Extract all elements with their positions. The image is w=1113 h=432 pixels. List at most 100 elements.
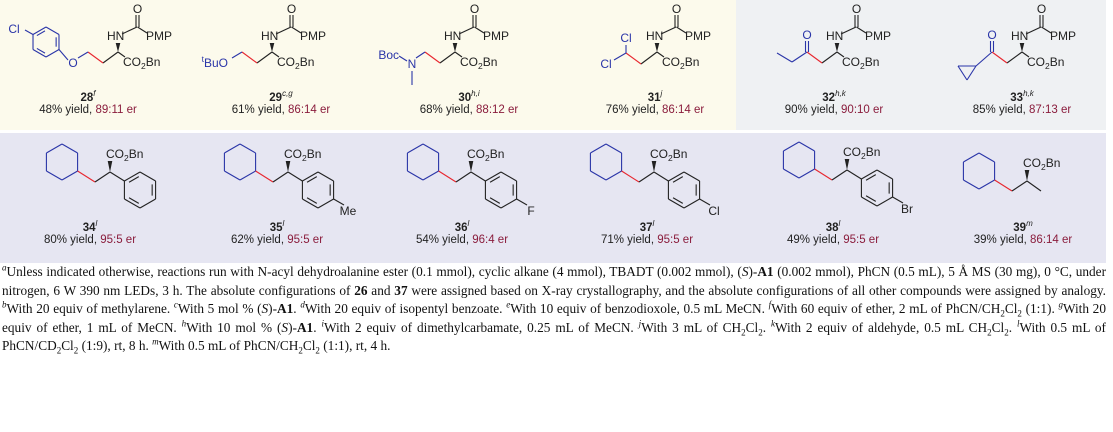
bond — [668, 171, 685, 182]
panel-arylacrylate-substrates — [0, 133, 1106, 263]
footnote-text: A1 — [757, 264, 774, 279]
atom-label: O — [287, 2, 296, 16]
atom-label-part: CO — [650, 147, 668, 161]
bond — [640, 51, 658, 65]
footnote-text: were assigned based on X-ray crystallogr… — [407, 282, 1107, 298]
atom-label-part: F — [527, 204, 534, 218]
compound-number: 30h,i — [458, 89, 480, 104]
bond — [128, 197, 140, 204]
bond — [46, 170, 63, 181]
bond — [489, 176, 501, 183]
bond — [846, 169, 862, 180]
atom-label: CO2Bn — [1027, 55, 1064, 71]
bond — [806, 51, 823, 64]
atom-label-part: CO — [662, 55, 680, 69]
bond — [836, 51, 845, 58]
stereo-wedge — [1019, 43, 1025, 52]
bond — [776, 52, 793, 63]
atom-label: PMP — [300, 29, 326, 43]
atom-label: HN — [107, 29, 124, 43]
footnote-text: 2 — [1000, 308, 1005, 319]
atom-label: tBuO — [202, 54, 228, 70]
bond — [489, 197, 501, 204]
atom-label: HN — [826, 29, 843, 43]
bond — [1006, 51, 1023, 64]
bond — [45, 49, 60, 58]
stereo-wedge — [285, 161, 291, 172]
bond — [415, 51, 426, 59]
bond — [672, 176, 684, 183]
atom-label-part: Bn — [129, 147, 144, 161]
atom-label-part: PMP — [146, 29, 172, 43]
atom-label: O — [672, 2, 681, 16]
footnote-text: 2 — [1004, 327, 1009, 338]
bond — [1011, 180, 1028, 192]
yield-er: 54% yield, 96:4 er — [415, 233, 509, 246]
bond — [139, 171, 156, 182]
compound-number: 39m — [1013, 219, 1033, 234]
bond — [821, 51, 838, 64]
atom-label: O — [852, 2, 861, 16]
footnote-mark: c — [173, 299, 178, 310]
atom-label-part: O — [852, 2, 861, 16]
atom-label-part: CO — [843, 145, 861, 159]
bond — [239, 170, 256, 181]
footnote-text: With 3 mL of CH — [641, 319, 742, 335]
bond — [271, 51, 280, 58]
footnote-mark: i — [321, 318, 324, 329]
atom-label: HN — [261, 29, 278, 43]
footnote-mark: d — [300, 299, 305, 310]
atom-label-part: HN — [1011, 29, 1028, 43]
atom-label-part: O — [802, 28, 811, 42]
bond — [287, 171, 303, 182]
stereo-wedge — [452, 43, 458, 52]
bond — [783, 168, 800, 179]
bond — [625, 52, 642, 65]
bond — [605, 170, 622, 181]
compound-number: 29c,g — [269, 89, 293, 104]
bond — [398, 55, 408, 62]
atom-label-part: O — [1037, 2, 1046, 16]
bond — [58, 49, 69, 61]
atom-label-part: CO — [1027, 55, 1045, 69]
atom-label-part: 2 — [680, 61, 685, 71]
atom-label-part: HN — [646, 29, 663, 43]
bond — [121, 26, 138, 35]
footnote-text: (1:1). — [1021, 301, 1059, 317]
compound-number: 37l — [639, 219, 655, 234]
bond — [798, 168, 815, 179]
footnote-text: 2 — [56, 346, 62, 357]
footnote-text: With 5 mol % ( — [177, 301, 262, 317]
atom-label-part: PMP — [865, 29, 891, 43]
stereo-wedge — [844, 159, 850, 170]
bond — [275, 26, 292, 35]
bond — [470, 171, 486, 182]
bond — [1025, 26, 1042, 35]
bond — [455, 171, 472, 183]
stereo-wedge — [654, 43, 660, 52]
bond — [306, 176, 318, 183]
footnote-text: 2 — [987, 327, 992, 338]
atom-label-part: PMP — [300, 29, 326, 43]
bond — [231, 51, 243, 59]
compound-number: 31j — [647, 89, 663, 104]
bond — [861, 169, 878, 180]
bond — [46, 143, 63, 154]
footnote-text: 2 — [1017, 308, 1022, 319]
atom-label-part: HN — [826, 29, 843, 43]
bond — [676, 26, 687, 34]
stereo-wedge — [468, 161, 474, 172]
atom-label: Cl — [620, 31, 631, 45]
atom-label-part: PMP — [685, 29, 711, 43]
footnote-text: S — [741, 264, 749, 279]
bond — [45, 26, 60, 35]
yield-er: 71% yield, 95:5 er — [600, 233, 694, 246]
footnote-text: A1 — [277, 301, 294, 317]
atom-label-part: Cl — [708, 204, 719, 218]
